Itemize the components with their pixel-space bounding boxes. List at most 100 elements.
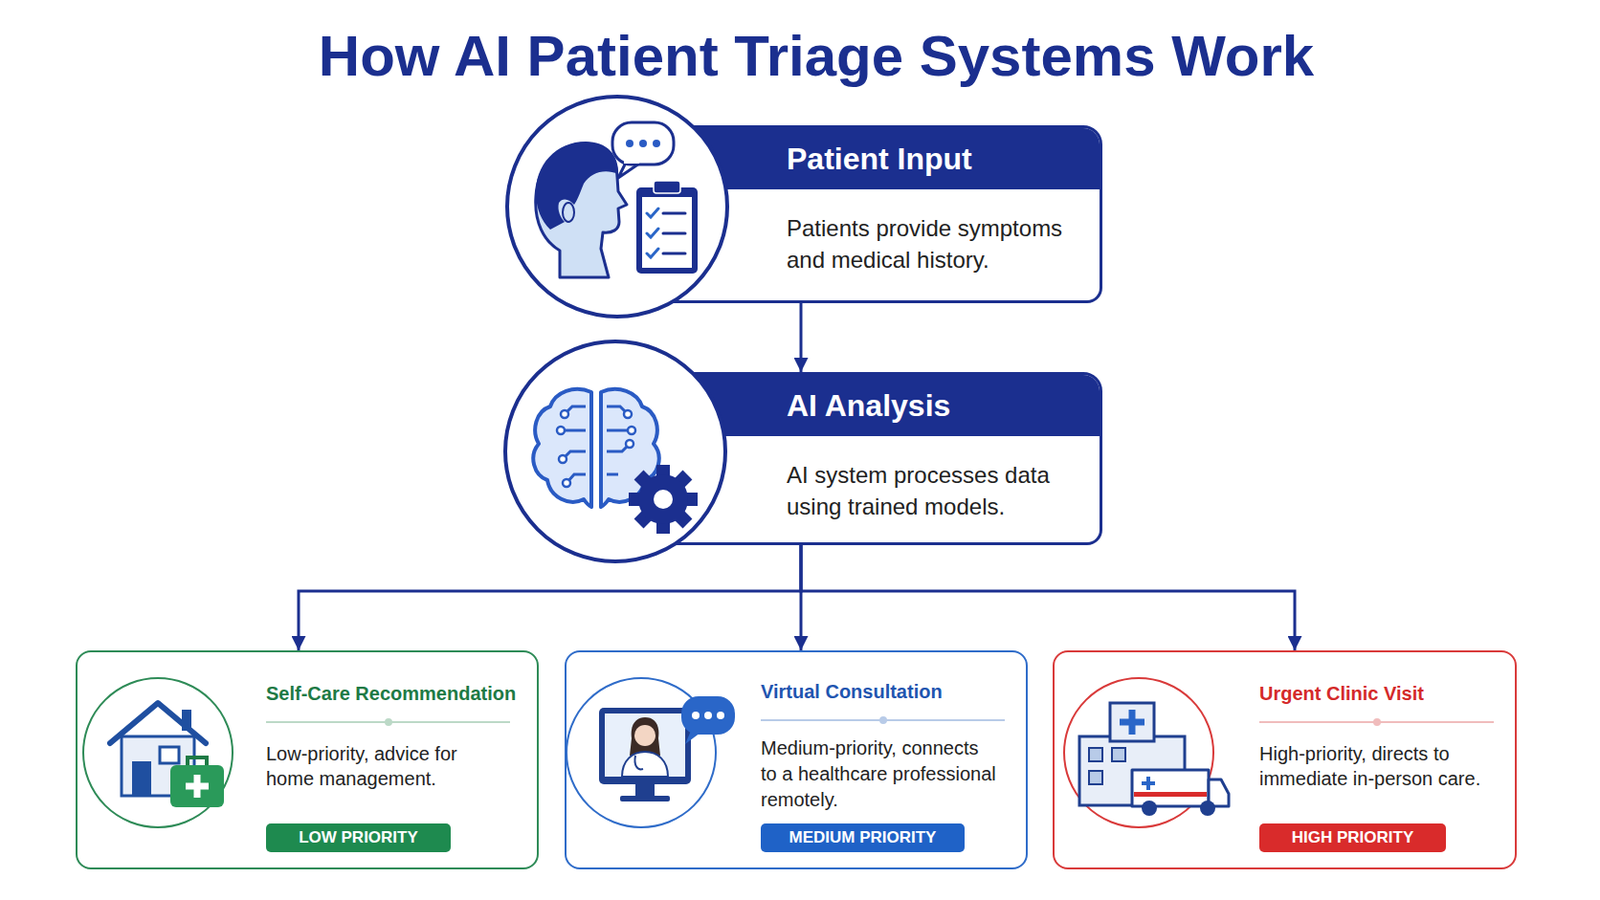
hospital-cross xyxy=(1119,710,1145,735)
outcome-body: High-priority, directs to immediate in-p… xyxy=(1259,741,1489,792)
clipboard-board xyxy=(636,187,698,274)
icon-circle xyxy=(1064,678,1214,828)
process-box: Patient InputPatients provide symptoms a… xyxy=(652,125,1103,304)
bubble-dot xyxy=(691,711,700,720)
checklist-lines xyxy=(663,213,686,254)
divider-dot xyxy=(384,718,393,727)
bubble-tail xyxy=(685,731,701,745)
bubble-tail xyxy=(618,162,640,178)
flow-arrow xyxy=(800,545,803,651)
ambulance-cab xyxy=(1208,779,1229,807)
gear-tooth xyxy=(656,520,670,534)
ambulance-stripe xyxy=(1133,792,1207,798)
outcome-box: Self-Care RecommendationLow-priority, ad… xyxy=(75,650,539,870)
speech-bubble xyxy=(612,122,674,165)
circuit-node xyxy=(625,440,634,448)
flow-arrow xyxy=(800,545,1295,651)
priority-badge: MEDIUM PRIORITY xyxy=(760,823,965,853)
gear-tooth xyxy=(684,492,698,507)
ai-brain-icon xyxy=(505,341,726,562)
divider-dot xyxy=(879,716,888,725)
patient-icon xyxy=(507,96,728,317)
outcome-box: Virtual ConsultationMedium-priority, con… xyxy=(564,650,1028,870)
bubble-dot xyxy=(716,711,725,720)
gear-tooth xyxy=(628,492,643,507)
ambulance-cross xyxy=(1141,777,1156,791)
divider-dot xyxy=(1373,718,1381,727)
medkit xyxy=(170,765,224,808)
person-ear xyxy=(562,202,575,223)
bubble-dot xyxy=(704,711,712,720)
medkit-handle xyxy=(187,757,207,766)
clipboard-paper xyxy=(642,197,692,268)
circuit-node xyxy=(556,426,565,435)
outcome-title: Self-Care Recommendation xyxy=(266,682,539,706)
flow-arrow xyxy=(800,303,803,373)
hospital-tower xyxy=(1110,703,1155,742)
diagram-title: How AI Patient Triage Systems Work xyxy=(0,22,1600,90)
house-window xyxy=(159,747,179,764)
stethoscope xyxy=(634,755,644,770)
box-heading: AI Analysis xyxy=(786,375,1093,437)
monitor-frame xyxy=(599,708,691,785)
priority-badge: HIGH PRIORITY xyxy=(1259,823,1446,853)
badge-label: HIGH PRIORITY xyxy=(1259,823,1446,853)
box-heading: Patient Input xyxy=(786,128,1093,190)
telehealth-icon xyxy=(566,678,735,828)
hospital-window xyxy=(1111,748,1126,762)
icon-circle xyxy=(507,96,728,317)
circuit-node xyxy=(623,410,632,419)
monitor-screen xyxy=(604,713,686,778)
house-roof xyxy=(110,703,206,744)
outcome-title: Urgent Clinic Visit xyxy=(1259,682,1499,706)
process-box: AI Analysis AI system processes data usin… xyxy=(652,372,1103,546)
box-body: AI system processes data using trained m… xyxy=(786,459,1084,523)
house-door xyxy=(132,761,152,797)
gear-hole xyxy=(653,489,673,510)
ambulance-wheel xyxy=(1141,800,1157,817)
icon-circle xyxy=(566,678,716,828)
circuit-node xyxy=(627,426,636,435)
monitor-base xyxy=(620,796,670,802)
ambulance-body xyxy=(1132,770,1209,807)
bubble-dot xyxy=(625,139,634,148)
doctor-face xyxy=(634,725,656,747)
house-chimney xyxy=(181,710,192,732)
outcome-body: Low-priority, advice for home management… xyxy=(266,741,487,792)
brain-right-lobe xyxy=(600,389,660,508)
bubble-dot xyxy=(652,139,661,148)
icon-circle xyxy=(83,678,233,828)
medkit-cross xyxy=(185,775,209,799)
badge-label: LOW PRIORITY xyxy=(266,823,451,853)
bubble-dot xyxy=(639,139,647,148)
house-body xyxy=(121,736,195,797)
gear-tooth xyxy=(656,465,670,479)
hospital-icon xyxy=(1064,678,1229,828)
circuit-node xyxy=(560,410,569,419)
checkmarks xyxy=(646,208,659,258)
person-head xyxy=(535,143,627,278)
gear-tooth xyxy=(673,510,693,530)
flow-arrow xyxy=(298,545,801,651)
circuit-lines xyxy=(560,406,632,484)
monitor-stand xyxy=(635,784,655,798)
outcome-box: Urgent Clinic VisitHigh-priority, direct… xyxy=(1052,650,1517,870)
priority-badge: LOW PRIORITY xyxy=(266,823,451,853)
outcome-body: Medium-priority, connects to a healthcar… xyxy=(760,735,999,814)
icon-circle xyxy=(505,341,726,562)
gear-symbol xyxy=(628,465,698,534)
gear-tooth xyxy=(634,510,654,530)
hospital-window xyxy=(1088,748,1103,762)
gear-tooth xyxy=(634,470,654,490)
hospital-window xyxy=(1088,771,1103,785)
doctor-coat xyxy=(622,752,668,778)
circuit-node xyxy=(562,479,571,488)
outcome-title: Virtual Consultation xyxy=(760,680,1020,704)
ambulance-wheel xyxy=(1200,800,1216,817)
clipboard-clip xyxy=(653,180,681,194)
circuit-node xyxy=(558,455,567,464)
person-hair xyxy=(535,141,619,230)
doctor-hair xyxy=(629,717,661,756)
